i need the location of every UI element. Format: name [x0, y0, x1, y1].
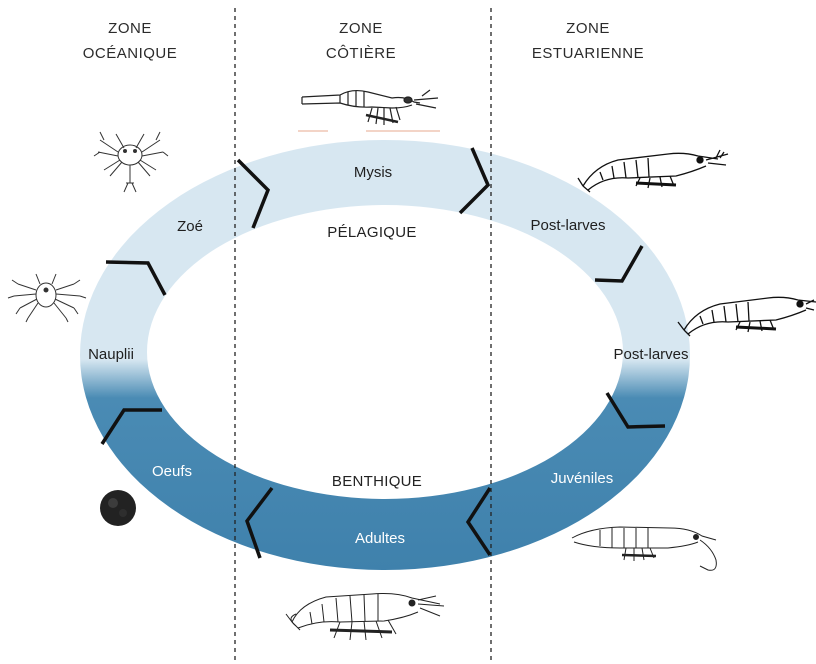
- boundary-mysis-postlarves: [458, 147, 491, 215]
- mysis-larva-icon: [301, 89, 439, 125]
- juvenile-shrimp-icon: [571, 526, 717, 571]
- stage-label-zoe: Zoé: [177, 218, 203, 235]
- adult-shrimp-icon: [285, 593, 445, 641]
- boundary-postlarves: [594, 245, 644, 283]
- stage-label-oeufs: Oeufs: [152, 463, 192, 480]
- band-benthic-label: BENTHIQUE: [332, 473, 422, 490]
- boundary-postlarves-juveniles: [605, 392, 666, 429]
- zoea-larva-icon: [93, 131, 169, 193]
- stage-label-juveniles: Juvéniles: [551, 470, 614, 487]
- stage-label-nauplii: Nauplii: [88, 346, 134, 363]
- zone-estuarine-line2: ESTUARIENNE: [532, 45, 644, 62]
- zone-coastal-line2: CÔTIÈRE: [326, 45, 396, 62]
- band-pelagic-label: PÉLAGIQUE: [327, 224, 416, 241]
- shrimp-postlarva-icon: [677, 296, 816, 337]
- boundary-oeufs-adultes: [245, 486, 274, 559]
- zone-coastal-line1: ZONE: [339, 20, 383, 37]
- zone-oceanic-line2: OCÉANIQUE: [83, 45, 178, 62]
- boundary-adultes-juveniles: [465, 487, 492, 556]
- zone-estuarine-line1: ZONE: [566, 20, 610, 37]
- stage-boundaries: [100, 147, 666, 559]
- boundary-zoe-mysis: [236, 158, 271, 229]
- boundary-nauplii-zoe: [105, 260, 167, 296]
- stage-label-adultes: Adultes: [355, 530, 405, 547]
- life-cycle-ring: [80, 140, 690, 570]
- stage-label-postlarves-top: Post-larves: [530, 217, 605, 234]
- zone-oceanic-line1: ZONE: [108, 20, 152, 37]
- stage-label-postlarves-right: Post-larves: [613, 346, 688, 363]
- shrimp-postlarva-icon: [577, 149, 729, 193]
- nauplius-larva-icon: [7, 273, 87, 323]
- egg-icon: [100, 490, 136, 526]
- boundary-oeufs-nauplii: [100, 408, 162, 445]
- stage-label-mysis: Mysis: [354, 164, 392, 181]
